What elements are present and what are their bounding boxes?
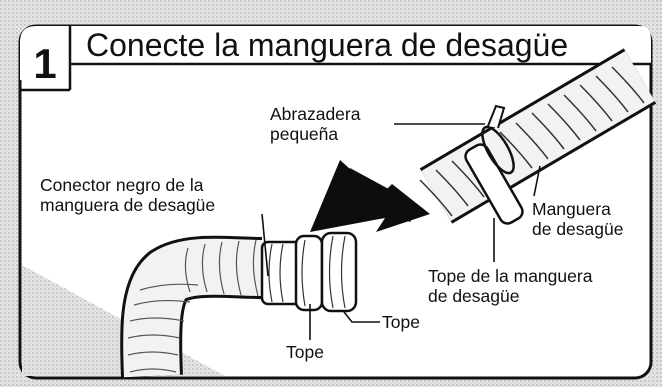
- label-small-clamp: Abrazadera: [270, 104, 361, 124]
- label-drain-hose-2: de desagüe: [532, 219, 623, 239]
- step-title: Conecte la manguera de desagüe: [86, 27, 568, 63]
- drain-hose-curve: [120, 235, 263, 378]
- drain-hose-right: [419, 48, 657, 225]
- title-tab: [20, 26, 651, 80]
- label-drain-hose: Manguera: [532, 199, 611, 219]
- direction-arrow-body: [340, 168, 420, 222]
- step-number: 1: [33, 40, 56, 87]
- black-connector: [260, 231, 358, 313]
- label-hose-stop: Tope de la manguera: [428, 266, 593, 286]
- label-hose-stop-2: de desagüe: [428, 286, 519, 306]
- label-black-connector: Conector negro de la: [40, 175, 204, 195]
- label-stop-right: Tope: [382, 312, 420, 332]
- label-black-connector-2: manguera de desagüe: [40, 195, 215, 215]
- label-small-clamp-2: pequeña: [270, 124, 338, 144]
- leader-lines: [261, 123, 541, 340]
- label-stop-bottom: Tope: [286, 342, 324, 362]
